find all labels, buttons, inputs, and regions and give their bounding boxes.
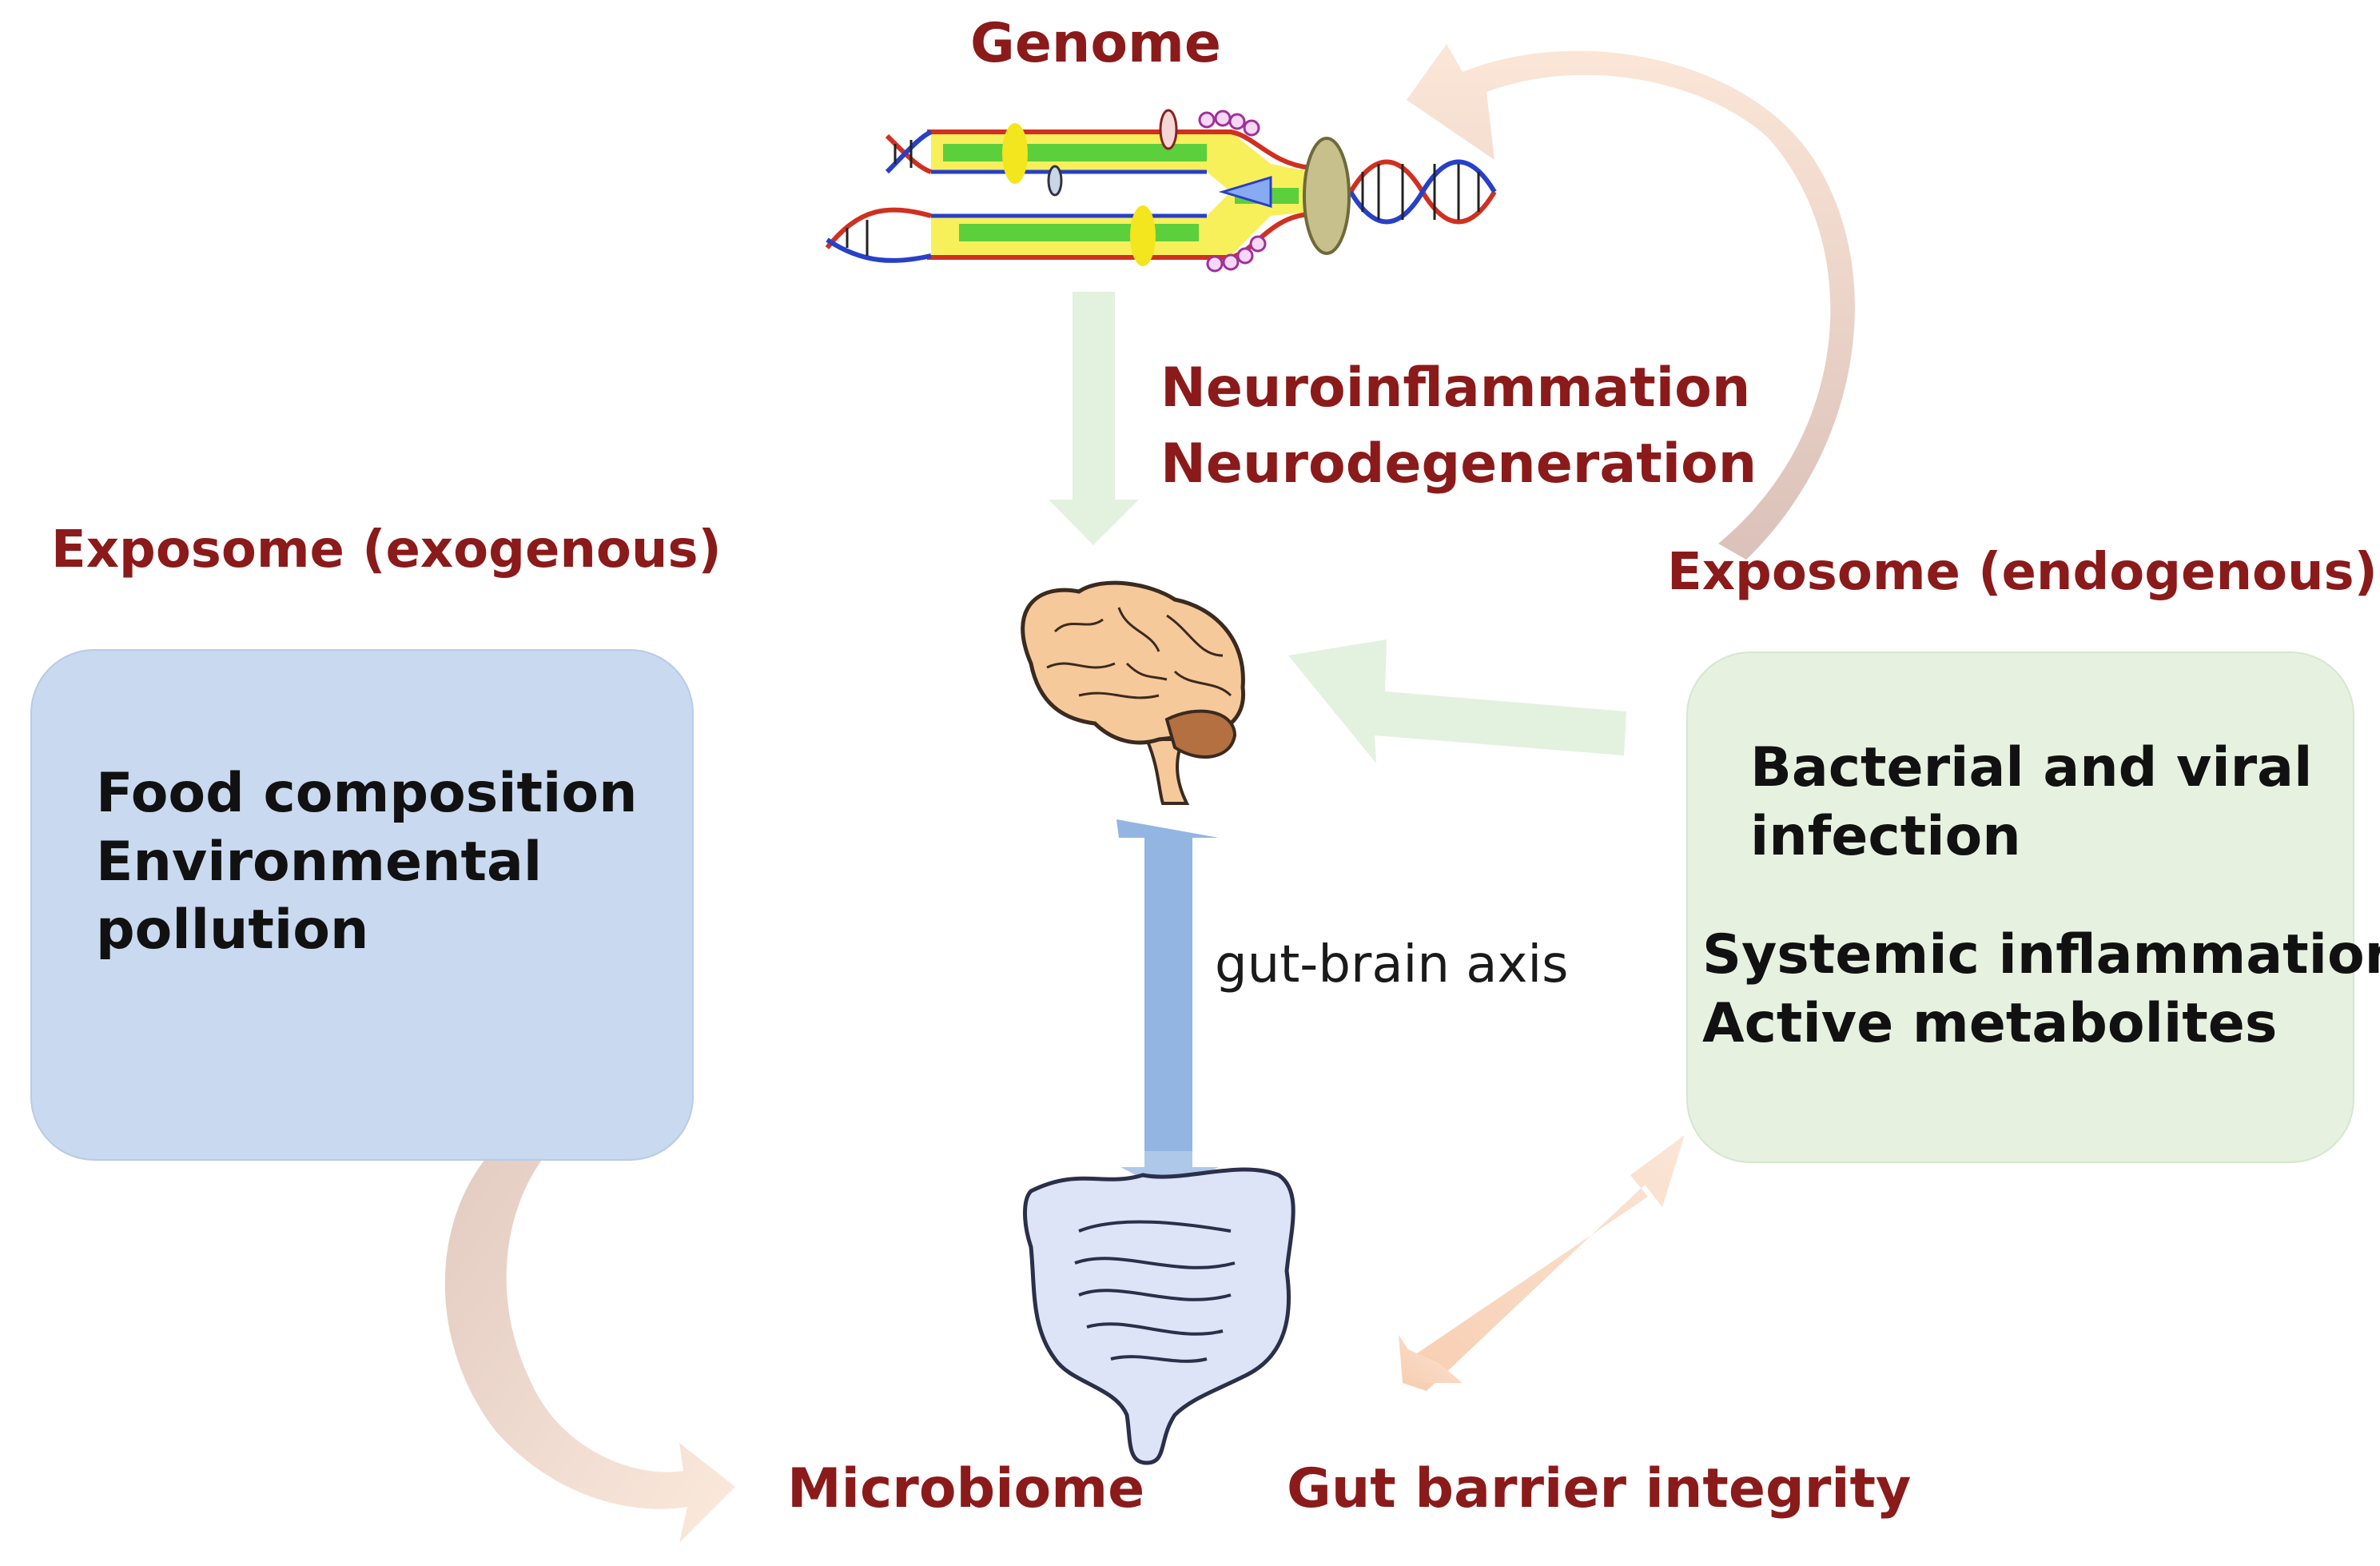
intestine-icon bbox=[1023, 1167, 1295, 1465]
exposome-endogenous-box bbox=[1686, 652, 2354, 1163]
endo-line: Systemic inflammation bbox=[1702, 923, 2380, 986]
endo-line: infection bbox=[1750, 804, 2021, 868]
gut-brain-axis-arrow bbox=[1116, 819, 1219, 1191]
neuroinflammation-label: Neuroinflammation bbox=[1160, 357, 1751, 420]
double-arrow-gut-barrier bbox=[1399, 1135, 1685, 1391]
endo-line: Active metabolites bbox=[1702, 991, 2278, 1055]
exo-line: pollution bbox=[96, 899, 369, 962]
neurodegeneration-label: Neurodegeneration bbox=[1160, 432, 1757, 496]
brain-icon bbox=[1021, 580, 1246, 805]
curved-arrow-exo-to-microbiome bbox=[444, 1115, 735, 1543]
curved-arrow-endo-to-genome bbox=[1407, 44, 1855, 560]
gut-brain-axis-label: gut-brain axis bbox=[1215, 935, 1569, 994]
exposome-endogenous-label: Exposome (endogenous) bbox=[1667, 543, 2378, 602]
exogenous-factors-list: Food composition Environmental pollution bbox=[96, 759, 637, 965]
exo-line: Food composition bbox=[96, 762, 638, 825]
arrow-endo-to-brain bbox=[1288, 640, 1626, 763]
exposome-exogenous-label: Exposome (exogenous) bbox=[51, 520, 722, 580]
gut-barrier-integrity-label: Gut barrier integrity bbox=[1287, 1457, 1912, 1520]
endo-line: Bacterial and viral bbox=[1750, 736, 2313, 799]
endogenous-factors-list: Systemic inflammation Active metabolites bbox=[1702, 921, 2380, 1058]
dna-icon bbox=[825, 109, 1497, 273]
microbiome-label: Microbiome bbox=[787, 1457, 1145, 1520]
genome-label: Genome bbox=[970, 12, 1222, 75]
arrow-genome-to-brain bbox=[1049, 292, 1139, 545]
endogenous-infection-text: Bacterial and viral infection bbox=[1750, 734, 2312, 871]
exo-line: Environmental bbox=[96, 830, 543, 894]
exposome-exogenous-box bbox=[30, 649, 694, 1161]
